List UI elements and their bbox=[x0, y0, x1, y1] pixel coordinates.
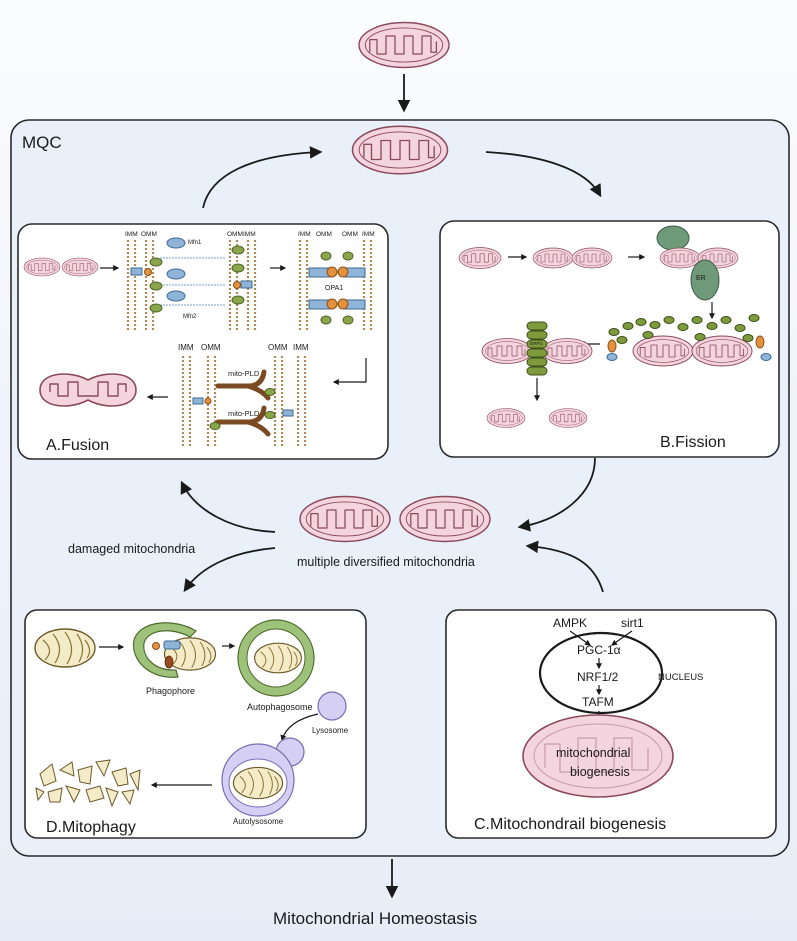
nrf-label: NRF1/2 bbox=[577, 670, 619, 684]
fusion-content: IMM OMM OMM IMM Mfn1 Mfn2 IMM OMM OMM IM… bbox=[23, 231, 375, 448]
biogenesis-text-1: mitochondrial bbox=[556, 746, 630, 760]
mito-pld-label-1: mito-PLD bbox=[228, 369, 260, 378]
fusion-imm-label-4: IMM bbox=[362, 231, 375, 238]
arrow-center-to-fission bbox=[485, 151, 602, 198]
fusion-imm-label-6: IMM bbox=[293, 343, 309, 352]
mito-pld-label-2: mito-PLD bbox=[228, 409, 260, 418]
autophagosome-label: Autophagosome bbox=[247, 702, 313, 712]
biogenesis-text-2: biogenesis bbox=[570, 765, 630, 779]
central-mitochondrion bbox=[351, 125, 449, 175]
biogenesis-mitochondrion bbox=[522, 714, 674, 798]
mitophagy-title: D.Mitophagy bbox=[46, 819, 136, 836]
biogenesis-title: C.Mitochondrail biogenesis bbox=[474, 816, 666, 833]
multiple-mitochondria-label: multiple diversified mitochondria bbox=[297, 555, 475, 569]
pool-mitochondrion-2 bbox=[399, 495, 491, 543]
drp1-ring: DRP1 bbox=[526, 321, 548, 376]
fusion-imm-label-3: IMM bbox=[298, 231, 311, 238]
arrow-fusion-to-center bbox=[202, 146, 323, 209]
opa1-label: OPA1 bbox=[325, 285, 343, 292]
arrow-pool-to-fusion bbox=[180, 480, 276, 533]
fusion-imm-label-5: IMM bbox=[178, 343, 194, 352]
fusion-omm-label-1: OMM bbox=[141, 231, 157, 238]
arrow-pool-to-mitophagy bbox=[183, 547, 276, 593]
fusion-omm-label-5: OMM bbox=[201, 343, 221, 352]
pool-mitochondrion-1 bbox=[299, 495, 391, 543]
nucleus-label: NUCLEUS bbox=[658, 672, 703, 683]
mfn1-label: Mfn1 bbox=[188, 240, 202, 246]
fusion-omm-label-2: OMM bbox=[227, 231, 243, 238]
mitophagy-content: Phagophore Autophagosome Lysosome Autoly… bbox=[34, 619, 349, 826]
phagophore-label: Phagophore bbox=[146, 686, 195, 696]
arrow-fission-to-pool bbox=[517, 457, 596, 532]
drp1-label: DRP1 bbox=[530, 341, 543, 346]
lysosome-label: Lysosome bbox=[312, 726, 349, 735]
tafm-label: TAFM bbox=[582, 695, 614, 709]
fusion-imm-label-2: IMM bbox=[243, 231, 256, 238]
nucleus-outline bbox=[538, 631, 664, 715]
homeostasis-label: Mitochondrial Homeostasis bbox=[273, 909, 477, 928]
arrow-biogenesis-to-pool bbox=[525, 540, 604, 593]
fusion-imm-label-1: IMM bbox=[125, 231, 138, 238]
ampk-label: AMPK bbox=[553, 616, 587, 630]
pgc-label: PGC-1α bbox=[577, 643, 621, 657]
damaged-mitochondria-label: damaged mitochondria bbox=[68, 542, 195, 556]
fission-title: B.Fission bbox=[660, 434, 726, 451]
er-label: ER bbox=[696, 275, 706, 282]
biogenesis-content: AMPK sirt1 PGC-1α NRF1/2 TAFM NUCLEUS mi… bbox=[522, 616, 703, 798]
fusion-omm-label-3: OMM bbox=[316, 231, 332, 238]
top-mitochondrion bbox=[358, 21, 450, 69]
mqc-label: MQC bbox=[22, 133, 62, 152]
mfn2-label: Mfn2 bbox=[183, 314, 197, 320]
fusion-omm-label-6: OMM bbox=[268, 343, 288, 352]
fission-content: ER DRP1 bbox=[458, 225, 772, 428]
sirt1-label: sirt1 bbox=[621, 616, 644, 630]
fusion-omm-label-4: OMM bbox=[342, 231, 358, 238]
fusion-title: A.Fusion bbox=[46, 437, 109, 454]
autolysosome-label: Autolysosome bbox=[233, 817, 284, 826]
